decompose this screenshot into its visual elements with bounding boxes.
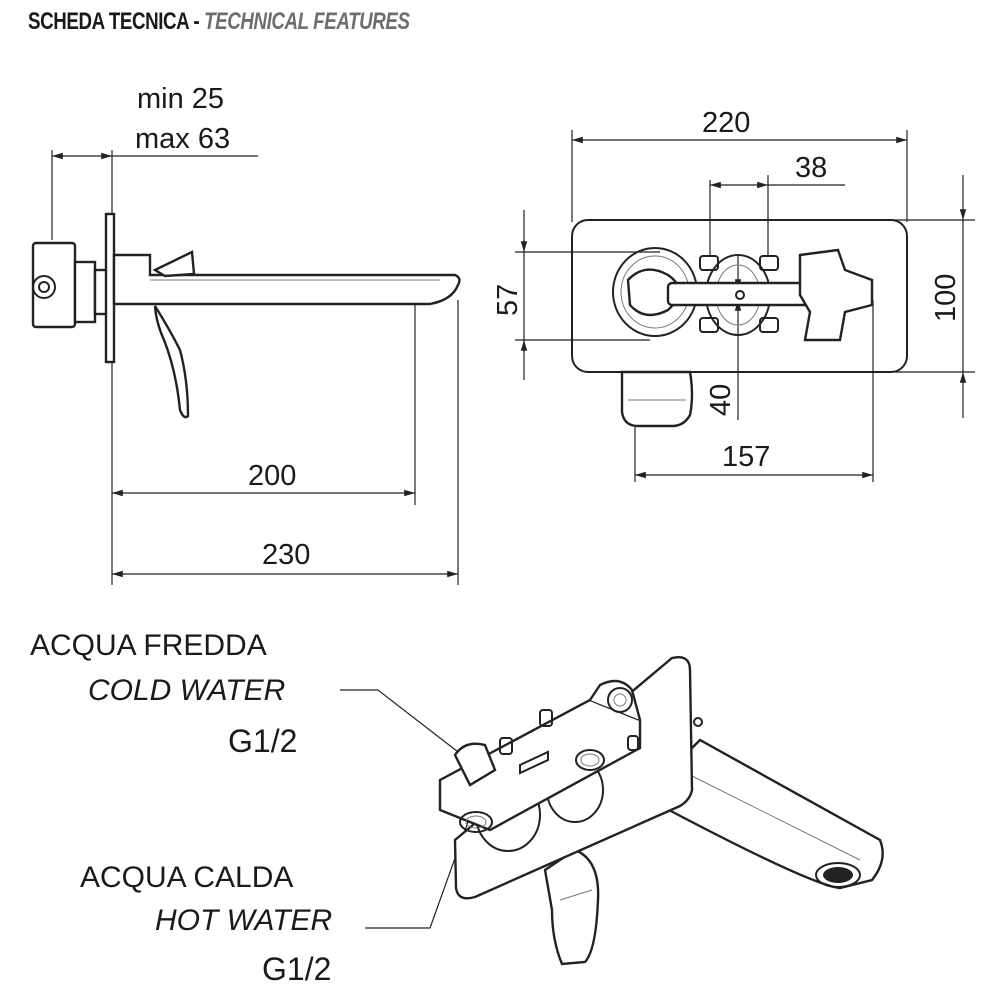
hot-water-label-en: HOT WATER (155, 904, 332, 937)
cold-water-label-en: COLD WATER (88, 674, 285, 707)
dim-max-label: max 63 (135, 123, 230, 155)
dim-spout-label: 200 (248, 460, 296, 492)
front-view: 220 38 100 57 40 157 (492, 107, 975, 482)
header-title-en: TECHNICAL FEATURES (204, 8, 410, 35)
dim-offset-label: 40 (705, 384, 737, 416)
dim-spacing-label: 38 (795, 152, 827, 184)
side-view: min 25 max 63 200 230 (31, 83, 461, 585)
page-header: SCHEDA TECNICA - TECHNICAL FEATURES (28, 8, 410, 36)
cold-water-thread: G1/2 (228, 723, 297, 759)
dim-height-label: 100 (930, 274, 962, 322)
dim-bottom-label: 157 (722, 441, 770, 473)
hot-water-label-it: ACQUA CALDA (80, 861, 293, 894)
hot-water-thread: G1/2 (262, 951, 331, 987)
header-title-it: SCHEDA TECNICA (28, 8, 189, 35)
dim-total-label: 230 (262, 539, 310, 571)
dim-min-label: min 25 (137, 83, 224, 115)
iso-view: ACQUA FREDDA COLD WATER G1/2 ACQUA CALDA… (30, 629, 884, 987)
cold-water-label-it: ACQUA FREDDA (30, 629, 267, 662)
dim-inner-label: 57 (492, 284, 524, 316)
dim-width-label: 220 (702, 107, 750, 139)
header-separator: - (188, 8, 205, 35)
